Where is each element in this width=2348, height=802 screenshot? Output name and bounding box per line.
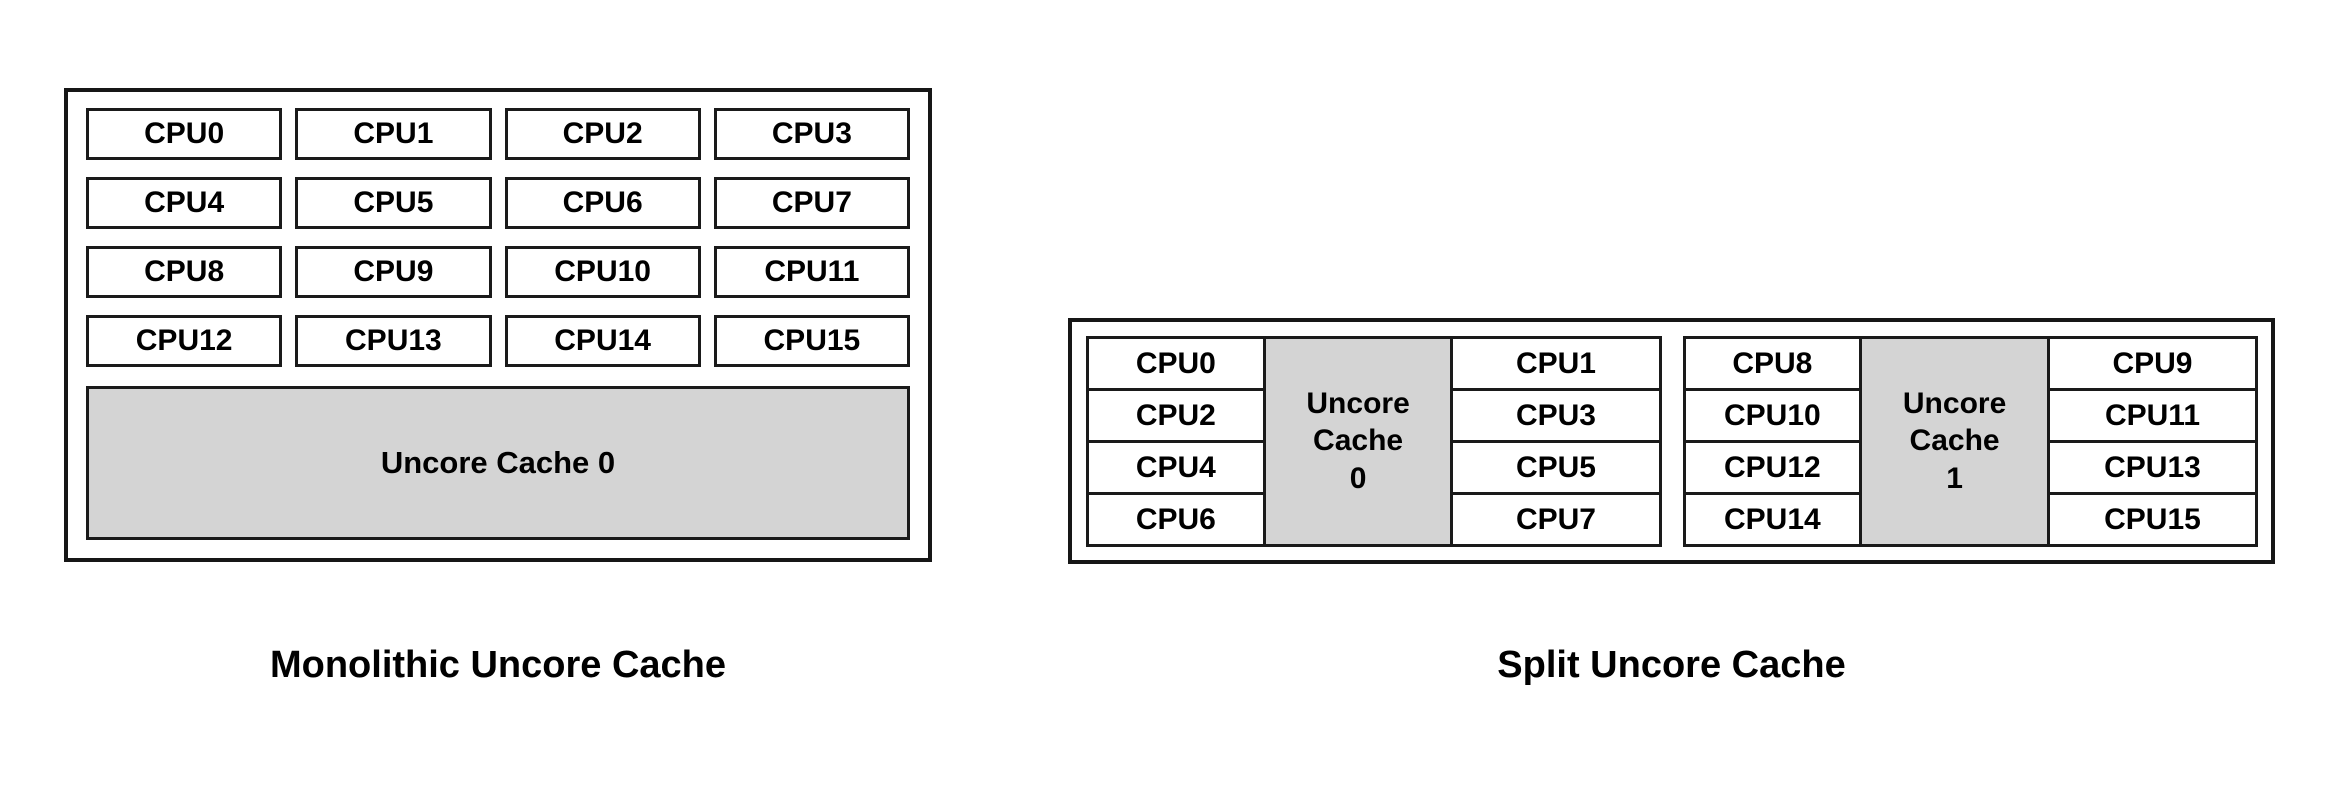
cpu-cell[interactable]: CPU12 bbox=[86, 315, 283, 367]
cpu-cell[interactable]: CPU13 bbox=[295, 315, 492, 367]
cpu-cell[interactable]: CPU5 bbox=[295, 177, 492, 229]
uncore-cache-label-line1: Uncore bbox=[1902, 386, 2007, 420]
cpu-row: CPU4 CPU5 CPU6 CPU7 bbox=[86, 177, 910, 229]
cpu-cell[interactable]: CPU10 bbox=[504, 246, 701, 298]
split-cluster-container: CPU0 CPU2 CPU4 CPU6 Uncore Cache 0 CPU1 … bbox=[1086, 336, 2258, 547]
cluster-left-cpu-column: CPU8 CPU10 CPU12 CPU14 bbox=[1685, 339, 1860, 544]
cluster-left-cpu-column: CPU0 CPU2 CPU4 CPU6 bbox=[1089, 339, 1263, 544]
cpu-cell[interactable]: CPU2 bbox=[1089, 391, 1263, 443]
cpu-cell[interactable]: CPU13 bbox=[2049, 443, 2255, 495]
uncore-cache-label-line1: Uncore bbox=[1306, 386, 1410, 420]
cpu-cell[interactable]: CPU9 bbox=[2049, 339, 2255, 391]
cpu-cell[interactable]: CPU11 bbox=[713, 246, 910, 298]
cluster-group: CPU8 CPU10 CPU12 CPU14 Uncore Cache 1 CP… bbox=[1682, 336, 2258, 547]
cpu-cell[interactable]: CPU8 bbox=[86, 246, 283, 298]
cluster-right-cpu-column: CPU9 CPU11 CPU13 CPU15 bbox=[2049, 339, 2255, 544]
uncore-cache-label-line2: Cache bbox=[1909, 424, 2000, 458]
monolithic-figure-caption: Monolithic Uncore Cache bbox=[269, 644, 727, 686]
cpu-cell[interactable]: CPU3 bbox=[713, 108, 910, 160]
split-figure-caption: Split Uncore Cache bbox=[1497, 644, 1846, 686]
cpu-cell[interactable]: CPU0 bbox=[1089, 339, 1263, 391]
uncore-cache-block[interactable]: Uncore Cache 0 bbox=[1262, 339, 1454, 544]
cpu-cell[interactable]: CPU1 bbox=[295, 108, 492, 160]
cpu-cell[interactable]: CPU14 bbox=[504, 315, 701, 367]
cpu-cell[interactable]: CPU11 bbox=[2049, 391, 2255, 443]
cpu-cell[interactable]: CPU7 bbox=[713, 177, 910, 229]
monolithic-cpu-grid: CPU0 CPU1 CPU2 CPU3 CPU4 CPU5 CPU6 CPU7 … bbox=[86, 108, 910, 540]
cpu-row: CPU12 CPU13 CPU14 CPU15 bbox=[86, 315, 910, 367]
cluster-group: CPU0 CPU2 CPU4 CPU6 Uncore Cache 0 CPU1 … bbox=[1086, 336, 1662, 547]
cpu-cell[interactable]: CPU12 bbox=[1685, 443, 1860, 495]
cpu-cell[interactable]: CPU14 bbox=[1685, 495, 1860, 544]
cpu-cell[interactable]: CPU6 bbox=[1089, 495, 1263, 544]
cpu-cell[interactable]: CPU2 bbox=[504, 108, 701, 160]
uncore-cache-block[interactable]: Uncore Cache 0 bbox=[86, 386, 910, 540]
uncore-cache-label-line2: Cache bbox=[1313, 424, 1404, 458]
cpu-cell[interactable]: CPU8 bbox=[1685, 339, 1860, 391]
cpu-cell[interactable]: CPU1 bbox=[1453, 339, 1659, 391]
cpu-cell[interactable]: CPU7 bbox=[1453, 495, 1659, 544]
cpu-cell[interactable]: CPU4 bbox=[86, 177, 283, 229]
monolithic-uncore-cache-figure: CPU0 CPU1 CPU2 CPU3 CPU4 CPU5 CPU6 CPU7 … bbox=[64, 88, 932, 562]
uncore-cache-label-line3: 0 bbox=[1349, 461, 1367, 495]
cpu-cell[interactable]: CPU10 bbox=[1685, 391, 1860, 443]
cpu-row: CPU0 CPU1 CPU2 CPU3 bbox=[86, 108, 910, 160]
cpu-cell[interactable]: CPU9 bbox=[295, 246, 492, 298]
cpu-cell[interactable]: CPU15 bbox=[2049, 495, 2255, 544]
cluster-right-cpu-column: CPU1 CPU3 CPU5 CPU7 bbox=[1453, 339, 1659, 544]
cpu-cell[interactable]: CPU15 bbox=[713, 315, 910, 367]
split-uncore-cache-figure: CPU0 CPU2 CPU4 CPU6 Uncore Cache 0 CPU1 … bbox=[1068, 318, 2275, 564]
uncore-cache-label-line3: 1 bbox=[1946, 461, 1963, 495]
cpu-cell[interactable]: CPU5 bbox=[1453, 443, 1659, 495]
cpu-cell[interactable]: CPU6 bbox=[504, 177, 701, 229]
cpu-cell[interactable]: CPU4 bbox=[1089, 443, 1263, 495]
cpu-row: CPU8 CPU9 CPU10 CPU11 bbox=[86, 246, 910, 298]
uncore-cache-block[interactable]: Uncore Cache 1 bbox=[1859, 339, 2050, 544]
cpu-cell[interactable]: CPU3 bbox=[1453, 391, 1659, 443]
cpu-cell[interactable]: CPU0 bbox=[86, 108, 283, 160]
